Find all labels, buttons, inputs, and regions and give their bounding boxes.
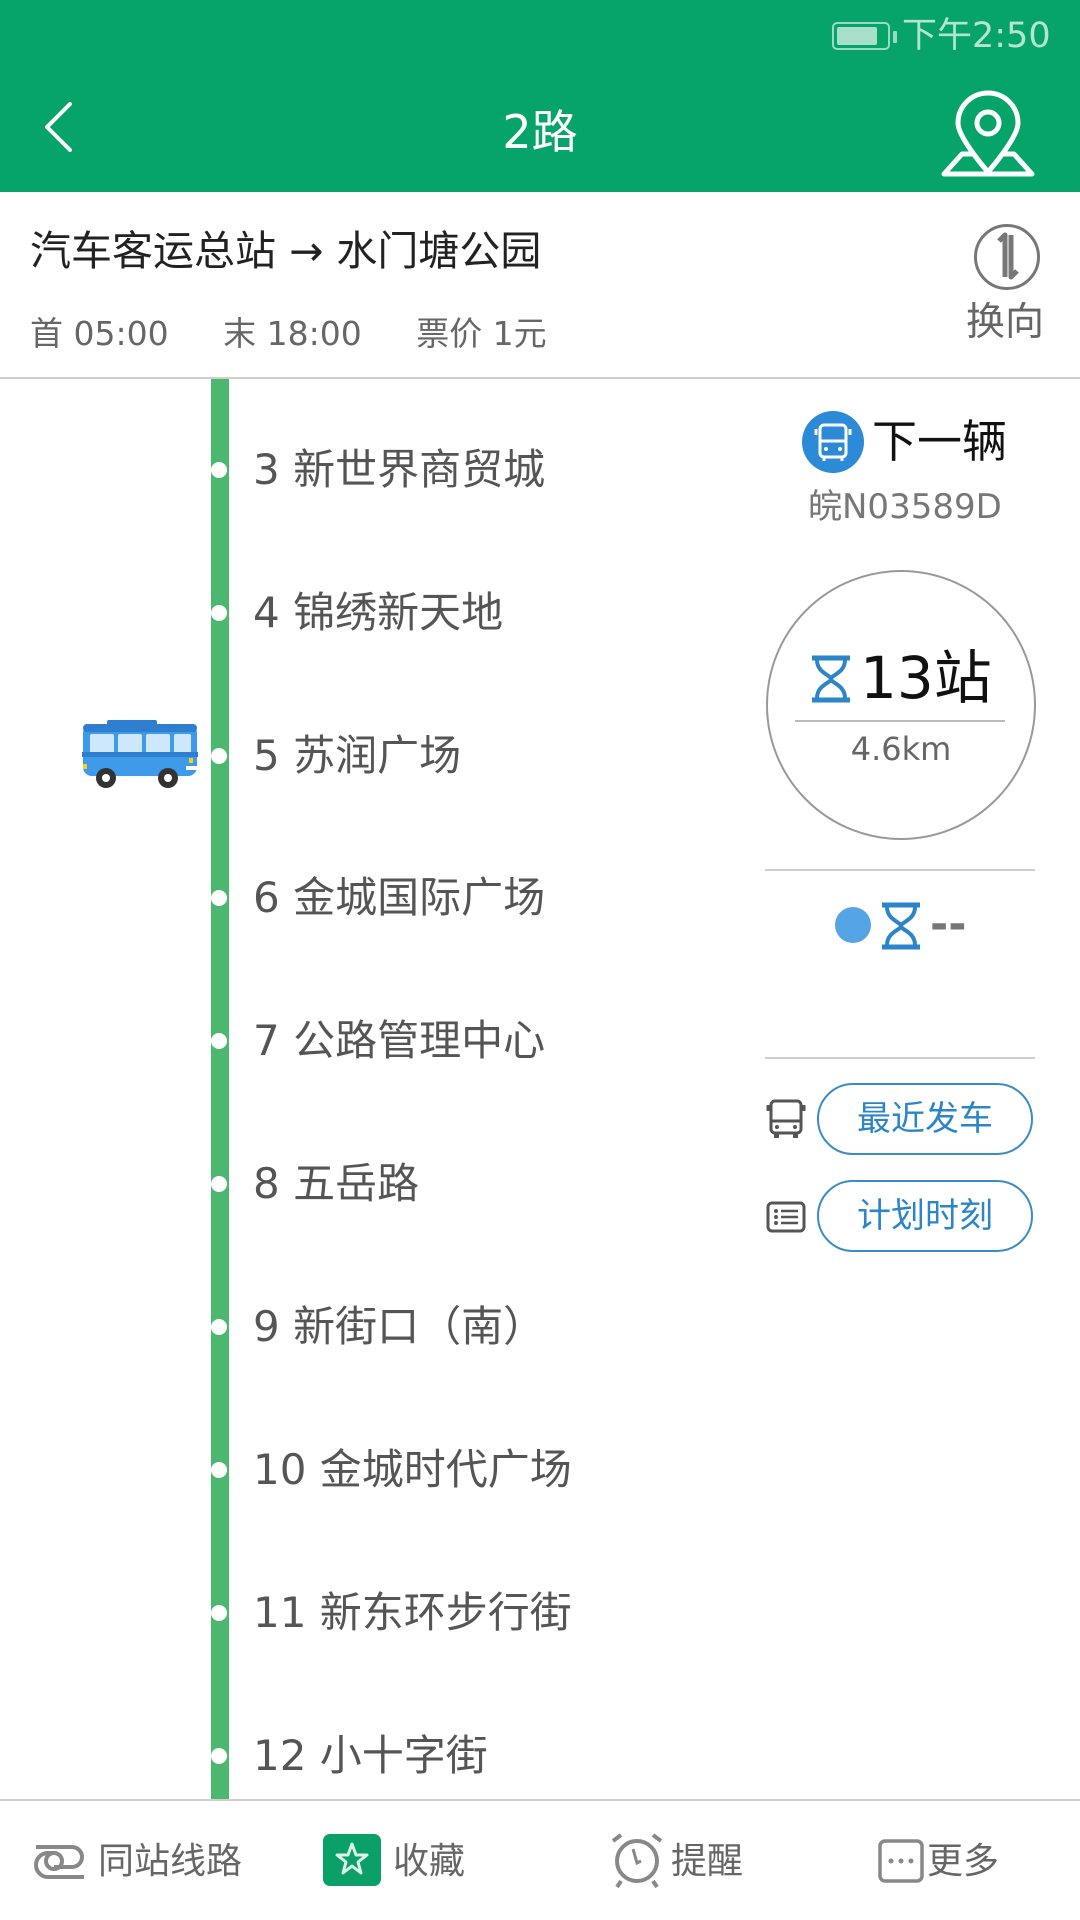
battery-icon — [832, 22, 897, 50]
station-dot-icon — [211, 1319, 227, 1335]
station-item[interactable]: 3 新世界商贸城 — [206, 440, 746, 500]
license-plate: 皖N03589D — [808, 487, 1002, 527]
tab-label: 提醒 — [671, 1841, 744, 1882]
station-label: 10 金城时代广场 — [253, 1445, 572, 1494]
status-time: 下午2:50 — [902, 16, 1051, 56]
station-label: 4 锦绣新天地 — [253, 588, 504, 637]
station-label: 3 新世界商贸城 — [253, 445, 546, 494]
divider — [795, 720, 1005, 722]
eta-circle[interactable] — [766, 570, 1036, 840]
back-button[interactable] — [30, 92, 90, 162]
station-label: 8 五岳路 — [253, 1159, 420, 1208]
divider — [765, 869, 1035, 871]
stops-away: 13站 — [860, 644, 992, 712]
bus-outline-icon — [766, 1099, 806, 1139]
app-header: 下午2:50 2路 — [0, 0, 1080, 192]
station-dot-icon — [211, 1605, 227, 1621]
tab-label: 更多 — [927, 1841, 1000, 1882]
station-label: 7 公路管理中心 — [253, 1016, 546, 1065]
divider — [765, 1057, 1035, 1059]
tab-label: 同站线路 — [98, 1841, 243, 1882]
route-line — [211, 379, 229, 1799]
station-dot-icon — [211, 1748, 227, 1764]
station-dot-icon — [211, 605, 227, 621]
station-label: 12 小十字街 — [253, 1731, 488, 1780]
station-item[interactable]: 7 公路管理中心 — [206, 1011, 746, 1071]
tab-reminder[interactable]: 提醒 — [607, 1801, 757, 1920]
more-icon — [878, 1839, 924, 1883]
station-dot-icon — [211, 1176, 227, 1192]
station-label: 5 苏润广场 — [253, 731, 462, 780]
station-dot-icon — [211, 1462, 227, 1478]
hourglass-icon — [810, 655, 852, 703]
hourglass-icon — [880, 902, 922, 950]
swap-label: 换向 — [966, 300, 1045, 345]
list-icon — [766, 1197, 806, 1237]
station-dot-icon — [211, 890, 227, 906]
next-bus-label: 下一辆 — [872, 415, 1008, 468]
station-dot-icon — [211, 462, 227, 478]
station-item[interactable]: 5 苏润广场 — [206, 726, 746, 786]
station-label: 6 金城国际广场 — [253, 873, 546, 922]
chevron-left-icon — [45, 102, 72, 152]
bus-circle-icon — [802, 411, 864, 473]
station-item[interactable]: 11 新东环步行街 — [206, 1583, 746, 1643]
link-icon — [34, 1845, 84, 1879]
station-item[interactable]: 4 锦绣新天地 — [206, 583, 746, 643]
second-bus-eta: -- — [930, 899, 967, 950]
station-item[interactable]: 10 金城时代广场 — [206, 1440, 746, 1500]
station-item[interactable]: 6 金城国际广场 — [206, 868, 746, 928]
route-meta: 首 05:00 末 18:00 票价 1元 — [30, 313, 591, 355]
station-label: 9 新街口（南） — [253, 1302, 546, 1351]
swap-vertical-icon — [974, 224, 1040, 290]
schedule-button[interactable]: 计划时刻 — [817, 1180, 1033, 1252]
map-pin-icon — [941, 90, 1035, 177]
star-icon — [323, 1831, 383, 1891]
swap-direction-button[interactable]: 换向 — [960, 220, 1060, 345]
alarm-clock-icon — [611, 1833, 663, 1889]
tab-label: 收藏 — [393, 1841, 466, 1882]
station-label: 11 新东环步行街 — [253, 1588, 572, 1637]
station-dot-icon — [211, 748, 227, 764]
tab-more[interactable]: 更多 — [871, 1801, 1011, 1920]
route-direction: 汽车客运总站 → 水门塘公园 — [30, 227, 542, 275]
station-dot-icon — [211, 1033, 227, 1049]
fare: 票价 1元 — [416, 314, 547, 353]
station-item[interactable]: 9 新街口（南） — [206, 1297, 746, 1357]
station-item[interactable]: 8 五岳路 — [206, 1154, 746, 1214]
station-item[interactable]: 12 小十字街 — [206, 1726, 746, 1786]
divider — [0, 377, 1080, 379]
first-bus-time: 首 05:00 — [30, 314, 169, 353]
last-bus-time: 末 18:00 — [223, 314, 362, 353]
bottom-toolbar: 同站线路 收藏 提醒 更多 — [0, 1799, 1080, 1920]
blue-dot-icon — [835, 907, 871, 943]
page-title: 2路 — [502, 105, 578, 159]
tab-same-station-lines[interactable]: 同站线路 — [30, 1801, 250, 1920]
bus-position-icon[interactable] — [82, 720, 200, 790]
tab-favorite[interactable]: 收藏 — [323, 1801, 483, 1920]
distance: 4.6km — [850, 730, 952, 768]
recent-departure-button[interactable]: 最近发车 — [817, 1083, 1033, 1155]
map-button[interactable] — [938, 88, 1038, 180]
